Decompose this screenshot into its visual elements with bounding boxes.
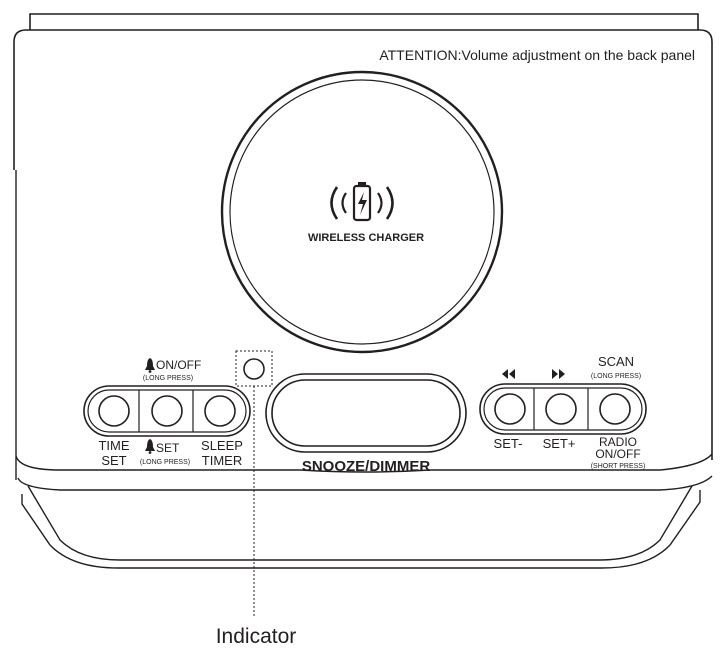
alarm-set-button[interactable] (151, 395, 183, 427)
time-set-label-line2: SET (101, 453, 126, 468)
set-plus-button[interactable] (545, 393, 577, 425)
device-top-strip (29, 13, 699, 30)
set-plus-label: SET+ (543, 436, 576, 451)
sleep-timer-label-line1: SLEEP (201, 438, 243, 453)
sleep-timer-label-line2: TIMER (202, 453, 242, 468)
attention-note: ATTENTION:Volume adjustment on the back … (379, 47, 695, 63)
set-minus-button[interactable] (494, 393, 526, 425)
radio-label-line2: ON/OFF (595, 447, 640, 461)
snooze-dimmer-button-frame (265, 373, 467, 453)
snooze-dimmer-label: SNOOZE/DIMMER (302, 458, 431, 475)
indicator-led (243, 358, 265, 380)
alarm-onoff-sublabel: (LONG PRESS) (143, 375, 193, 382)
snooze-dimmer-button[interactable] (271, 379, 461, 447)
right-button-group (479, 383, 647, 435)
alarm-set-label-line1: SET (156, 441, 180, 455)
bell-icon (145, 358, 155, 370)
device-base-bottom (21, 490, 701, 569)
indicator-label: Indicator (216, 625, 297, 648)
radio-label-line3: (SHORT PRESS) (591, 463, 646, 470)
device-base-front-lower (27, 485, 693, 561)
bell-icon (145, 439, 155, 451)
wireless-charger-pad: WIRELESS CHARGER (220, 70, 504, 354)
wireless-charger-label: WIRELESS CHARGER (308, 232, 424, 244)
device-body (13, 29, 713, 460)
time-set-label-line1: TIME (98, 438, 129, 453)
sleep-timer-button[interactable] (204, 395, 236, 427)
wireless-charging-icon (330, 182, 394, 222)
alarm-onoff-text: ON/OFF (156, 358, 201, 372)
set-minus-label: SET- (494, 436, 523, 451)
device-base-outer (15, 453, 713, 473)
scan-sublabel: (LONG PRESS) (591, 373, 641, 380)
alarm-set-label-line2: (LONG PRESS) (140, 459, 190, 466)
radio-label-line1: RADIO (599, 435, 637, 449)
scan-label: SCAN (598, 354, 634, 369)
radio-onoff-button[interactable] (599, 393, 631, 425)
device-base-front (17, 475, 713, 491)
left-button-group (83, 385, 251, 437)
rewind-icon (502, 369, 515, 379)
alarm-onoff-label: ON/OFF (LONG PRESS) (143, 358, 201, 382)
fast-forward-icon (552, 369, 565, 379)
time-set-button[interactable] (98, 395, 130, 427)
